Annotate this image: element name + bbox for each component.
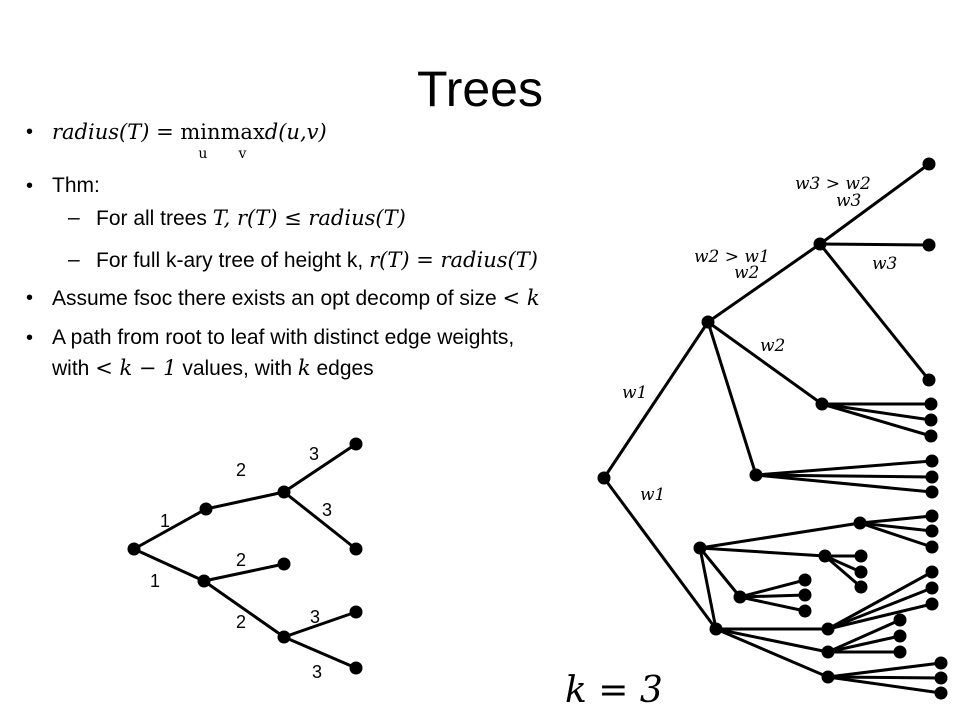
- edge-label: 1: [160, 511, 170, 531]
- edge-label: 2: [236, 550, 246, 570]
- big-tree-edge-labels: w3 > w2 w3 w2 > w1 w2 w3 w2 w1 w1: [622, 174, 897, 505]
- k-equals-label: k = 3: [565, 670, 663, 711]
- edge-label: 2: [236, 460, 246, 480]
- edge-label: w3: [872, 254, 897, 274]
- radius-rhs: d(u,v): [264, 120, 327, 144]
- bullet-dot-icon: •: [26, 175, 34, 197]
- edge-label: 3: [309, 444, 319, 464]
- edge-label: w2: [734, 263, 759, 283]
- edge-label: 3: [310, 607, 320, 627]
- bullet-dot-icon: •: [26, 287, 34, 309]
- edge-label: 2: [236, 612, 246, 632]
- edge-label: w3: [836, 191, 861, 211]
- slide-title: Trees: [417, 61, 543, 117]
- edge-label: 3: [322, 500, 332, 520]
- edge-label: w1: [640, 485, 665, 505]
- small-tree: [127, 437, 363, 675]
- edge-label: 1: [150, 571, 160, 591]
- small-tree-edge-labels: 3 2 3 1 2 1 3 2 3: [150, 444, 332, 682]
- radius-lhs: radius(T) =: [52, 120, 181, 144]
- edge-label: w2: [760, 336, 785, 356]
- bullet-dot-icon: •: [26, 327, 34, 349]
- edge-label: 3: [312, 662, 322, 682]
- big-tree: [597, 157, 948, 700]
- edge-label: w3 > w2: [795, 174, 871, 194]
- edge-label: w2 > w1: [694, 247, 770, 267]
- bullet-dot-icon: •: [26, 121, 34, 143]
- edge-label: w1: [622, 383, 647, 403]
